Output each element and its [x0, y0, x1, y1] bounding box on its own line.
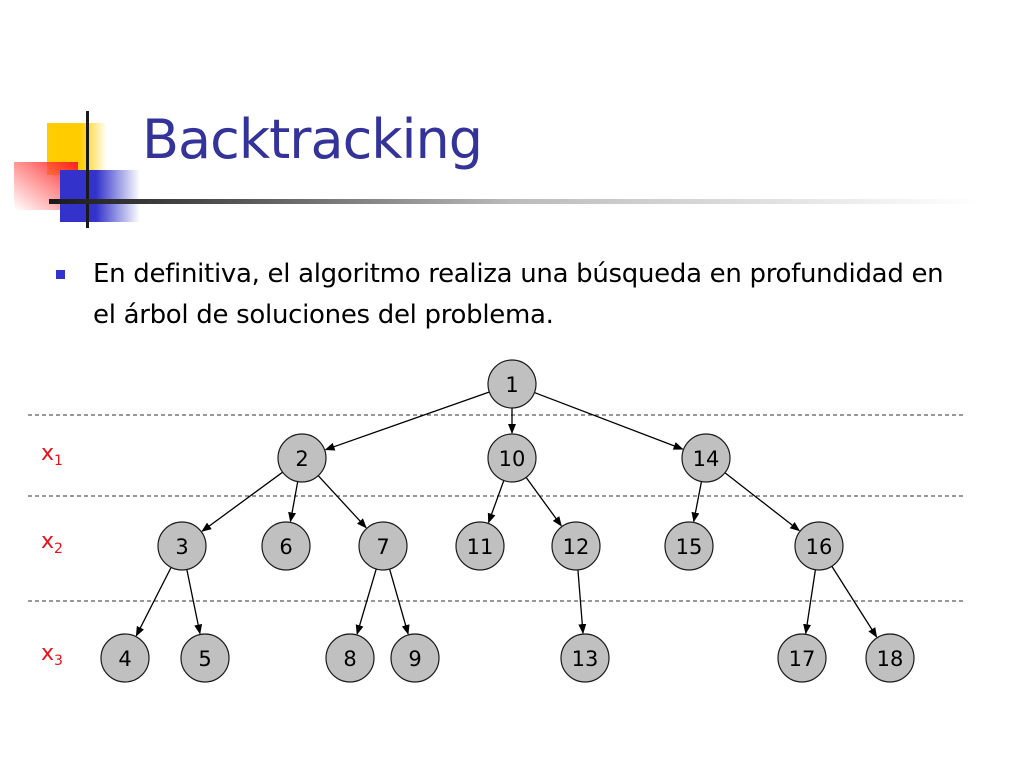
- tree-node-15: 15: [664, 521, 714, 571]
- tree-node-1: 1: [487, 359, 537, 409]
- logo-blue-square: [60, 170, 140, 222]
- tree-node-2: 2: [277, 433, 327, 483]
- node-label: 9: [408, 647, 421, 671]
- node-circle: [358, 521, 408, 571]
- node-label: 11: [467, 535, 494, 559]
- node-label: 3: [175, 535, 188, 559]
- node-label: 14: [693, 447, 720, 471]
- node-label: 18: [877, 647, 904, 671]
- node-label: 10: [499, 447, 526, 471]
- tree-node-6: 6: [261, 521, 311, 571]
- node-label: 7: [376, 535, 389, 559]
- node-label: 12: [563, 535, 590, 559]
- level-subscript: 2: [54, 541, 63, 557]
- level-label-x1: x1: [41, 441, 63, 469]
- node-label: 13: [572, 647, 599, 671]
- node-circle: [455, 521, 505, 571]
- node-circle: [100, 633, 150, 683]
- slide-title: Backtracking: [142, 108, 483, 171]
- tree-edge-arrow: [324, 391, 490, 451]
- node-circle: [794, 521, 844, 571]
- node-label: 4: [118, 647, 131, 671]
- tree-node-11: 11: [455, 521, 505, 571]
- node-label: 16: [806, 535, 833, 559]
- node-circle: [777, 633, 827, 683]
- node-circle: [261, 521, 311, 571]
- node-circle: [325, 633, 375, 683]
- node-circle: [180, 633, 230, 683]
- node-circle: [551, 521, 601, 571]
- bullet-square-icon: [56, 270, 65, 279]
- level-subscript: 1: [54, 453, 63, 469]
- tree-edge-arrow: [831, 565, 878, 638]
- level-label-x2: x2: [41, 529, 63, 557]
- level-subscript: 3: [54, 653, 63, 669]
- node-circle: [277, 433, 327, 483]
- tree-edge-arrow: [534, 391, 684, 450]
- tree-edge-arrow: [288, 481, 299, 523]
- logo-vertical-line: [86, 111, 89, 228]
- tree-edge-arrow: [803, 569, 817, 635]
- node-label: 2: [295, 447, 308, 471]
- node-label: 17: [789, 647, 816, 671]
- tree-node-12: 12: [551, 521, 601, 571]
- tree-node-3: 3: [157, 521, 207, 571]
- node-circle: [487, 433, 537, 483]
- tree-node-10: 10: [487, 433, 537, 483]
- node-label: 6: [279, 535, 292, 559]
- tree-edge-arrow: [487, 480, 505, 524]
- tree-edge-arrow: [201, 471, 284, 532]
- level-var: x: [41, 529, 55, 554]
- node-circle: [865, 633, 915, 683]
- tree-node-8: 8: [325, 633, 375, 683]
- node-label: 1: [505, 373, 518, 397]
- tree-node-18: 18: [865, 633, 915, 683]
- level-var: x: [41, 641, 55, 666]
- node-circle: [157, 521, 207, 571]
- tree-node-16: 16: [794, 521, 844, 571]
- tree-node-7: 7: [358, 521, 408, 571]
- tree-edge-arrow: [525, 477, 562, 527]
- tree-edge-arrow: [135, 567, 172, 637]
- tree-edge-arrow: [355, 568, 377, 635]
- node-circle: [390, 633, 440, 683]
- node-label: 15: [676, 535, 703, 559]
- tree-node-5: 5: [180, 633, 230, 683]
- tree-node-17: 17: [777, 633, 827, 683]
- tree-edge-arrow: [317, 475, 367, 529]
- tree-edges: [135, 391, 878, 638]
- bullet-text: En definitiva, el algoritmo realiza una …: [93, 259, 944, 330]
- tree-edge-arrow: [186, 569, 203, 635]
- tree-edge-arrow: [577, 569, 587, 635]
- node-circle: [664, 521, 714, 571]
- level-var: x: [41, 441, 55, 466]
- node-circle: [487, 359, 537, 409]
- level-separators: [28, 414, 965, 602]
- tree-edge-arrow: [691, 481, 703, 523]
- title-underline: [49, 199, 979, 204]
- tree-node-4: 4: [100, 633, 150, 683]
- tree-edge-arrow: [724, 472, 801, 532]
- tree-edge-arrow: [388, 568, 410, 635]
- level-label-x3: x3: [41, 641, 63, 669]
- tree-node-14: 14: [681, 433, 731, 483]
- tree-node-9: 9: [390, 633, 440, 683]
- node-circle: [681, 433, 731, 483]
- tree-node-13: 13: [560, 633, 610, 683]
- node-label: 8: [343, 647, 356, 671]
- node-circle: [560, 633, 610, 683]
- node-label: 5: [198, 647, 211, 671]
